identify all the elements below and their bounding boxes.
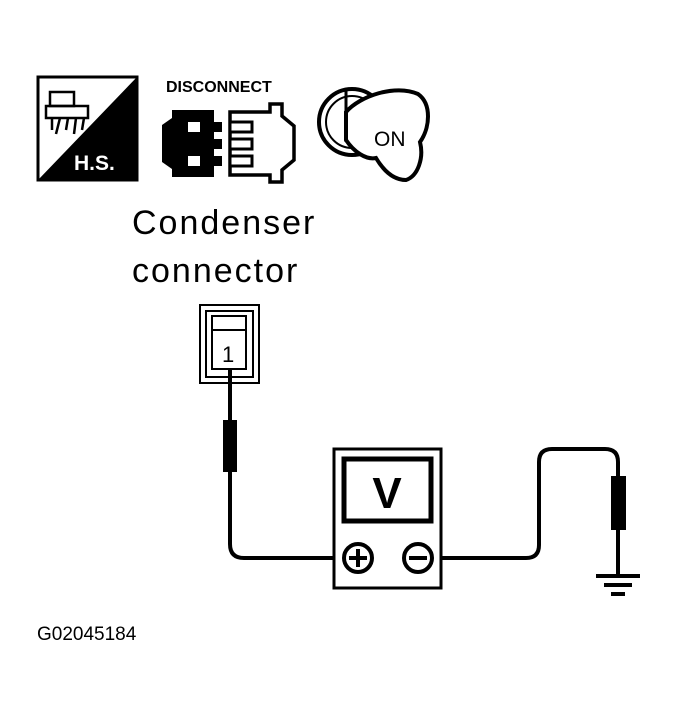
figure-id: G02045184 (37, 624, 137, 645)
terminal-number: 1 (222, 342, 234, 367)
positive-probe-lead (223, 369, 338, 560)
ground-symbol (596, 574, 640, 596)
disconnect-label: DISCONNECT (166, 79, 272, 96)
harness-side-icon: H.S. (36, 75, 139, 182)
voltmeter-display: V (372, 469, 402, 518)
ignition-on-label: ON (374, 128, 406, 151)
negative-terminal-icon (402, 542, 434, 574)
negative-probe-lead (436, 447, 626, 575)
disconnect-icon: DISCONNECT (162, 79, 296, 184)
hs-label: H.S. (74, 152, 115, 175)
condenser-connector: 1 (199, 304, 260, 384)
positive-terminal-icon (342, 542, 374, 574)
connector-label-line1: Condenser (132, 204, 316, 242)
ignition-key-icon: ON (317, 87, 430, 183)
voltmeter: V (332, 447, 443, 590)
connector-label-line2: connector (132, 252, 299, 290)
